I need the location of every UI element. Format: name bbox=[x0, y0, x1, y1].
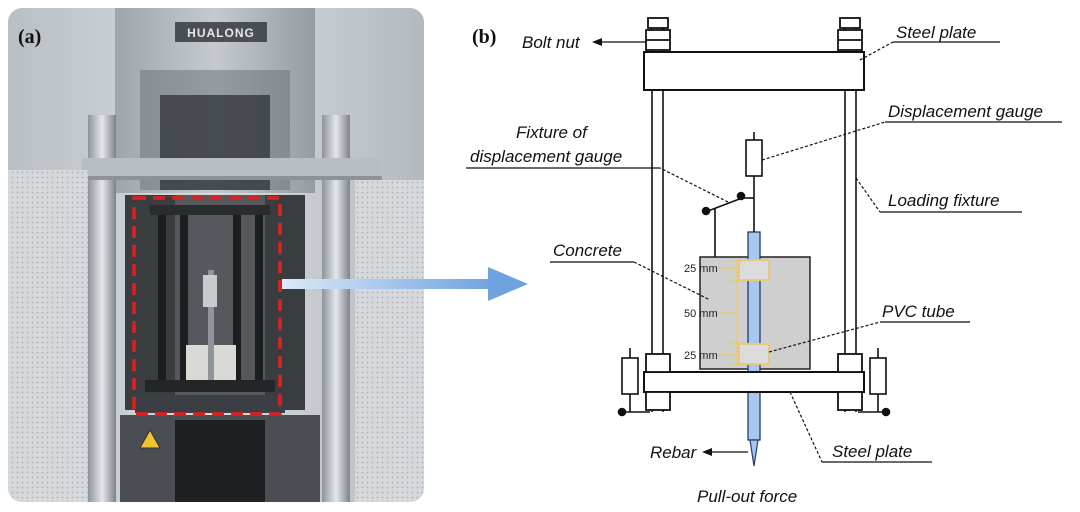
panel-a-tag: (a) bbox=[18, 26, 41, 48]
pvc-tube-top bbox=[738, 259, 770, 281]
label-bolt-nut: Bolt nut bbox=[522, 33, 581, 52]
top-bolt-nuts bbox=[645, 17, 863, 51]
label-pull-out-force: Pull-out force bbox=[697, 487, 797, 506]
label-fixture-line2: displacement gauge bbox=[470, 147, 622, 166]
gauge-fixture bbox=[701, 191, 754, 257]
pvc-tube-bottom bbox=[738, 343, 770, 365]
label-loading-fixture: Loading fixture bbox=[888, 191, 1000, 210]
panel-b-tag: (b) bbox=[472, 26, 496, 48]
label-displacement-gauge: Displacement gauge bbox=[888, 102, 1043, 121]
label-pvc-tube: PVC tube bbox=[882, 302, 955, 321]
rebar-tip bbox=[749, 439, 759, 467]
rebar-arrowhead bbox=[702, 448, 712, 456]
dim-top: 25 mm bbox=[684, 263, 718, 275]
label-fixture-line1: Fixture of bbox=[516, 123, 589, 142]
bottom-bolt-nuts bbox=[645, 353, 863, 411]
warning-icon bbox=[139, 428, 161, 449]
label-steel-plate-top: Steel plate bbox=[896, 23, 976, 42]
label-rebar: Rebar bbox=[650, 443, 698, 462]
highlight-box bbox=[132, 196, 282, 416]
leader-lines bbox=[466, 41, 1062, 463]
pullout-test-schematic: (b) bbox=[466, 17, 1062, 506]
side-displacement-gauges bbox=[617, 348, 891, 417]
label-concrete: Concrete bbox=[553, 241, 622, 260]
test-machine-photo: HUALONG (a) bbox=[8, 8, 424, 502]
displacement-gauge bbox=[745, 132, 763, 232]
label-steel-plate-bottom: Steel plate bbox=[832, 442, 912, 461]
bottom-steel-plate bbox=[643, 371, 865, 393]
top-steel-plate bbox=[643, 51, 865, 91]
brand-label: HUALONG bbox=[187, 26, 255, 40]
dim-bottom: 25 mm bbox=[684, 350, 718, 362]
dimension-markers bbox=[718, 260, 743, 365]
bolt-nut-arrowhead bbox=[592, 38, 602, 46]
dim-middle: 50 mm bbox=[684, 308, 718, 320]
panel-link-arrow bbox=[282, 267, 528, 301]
